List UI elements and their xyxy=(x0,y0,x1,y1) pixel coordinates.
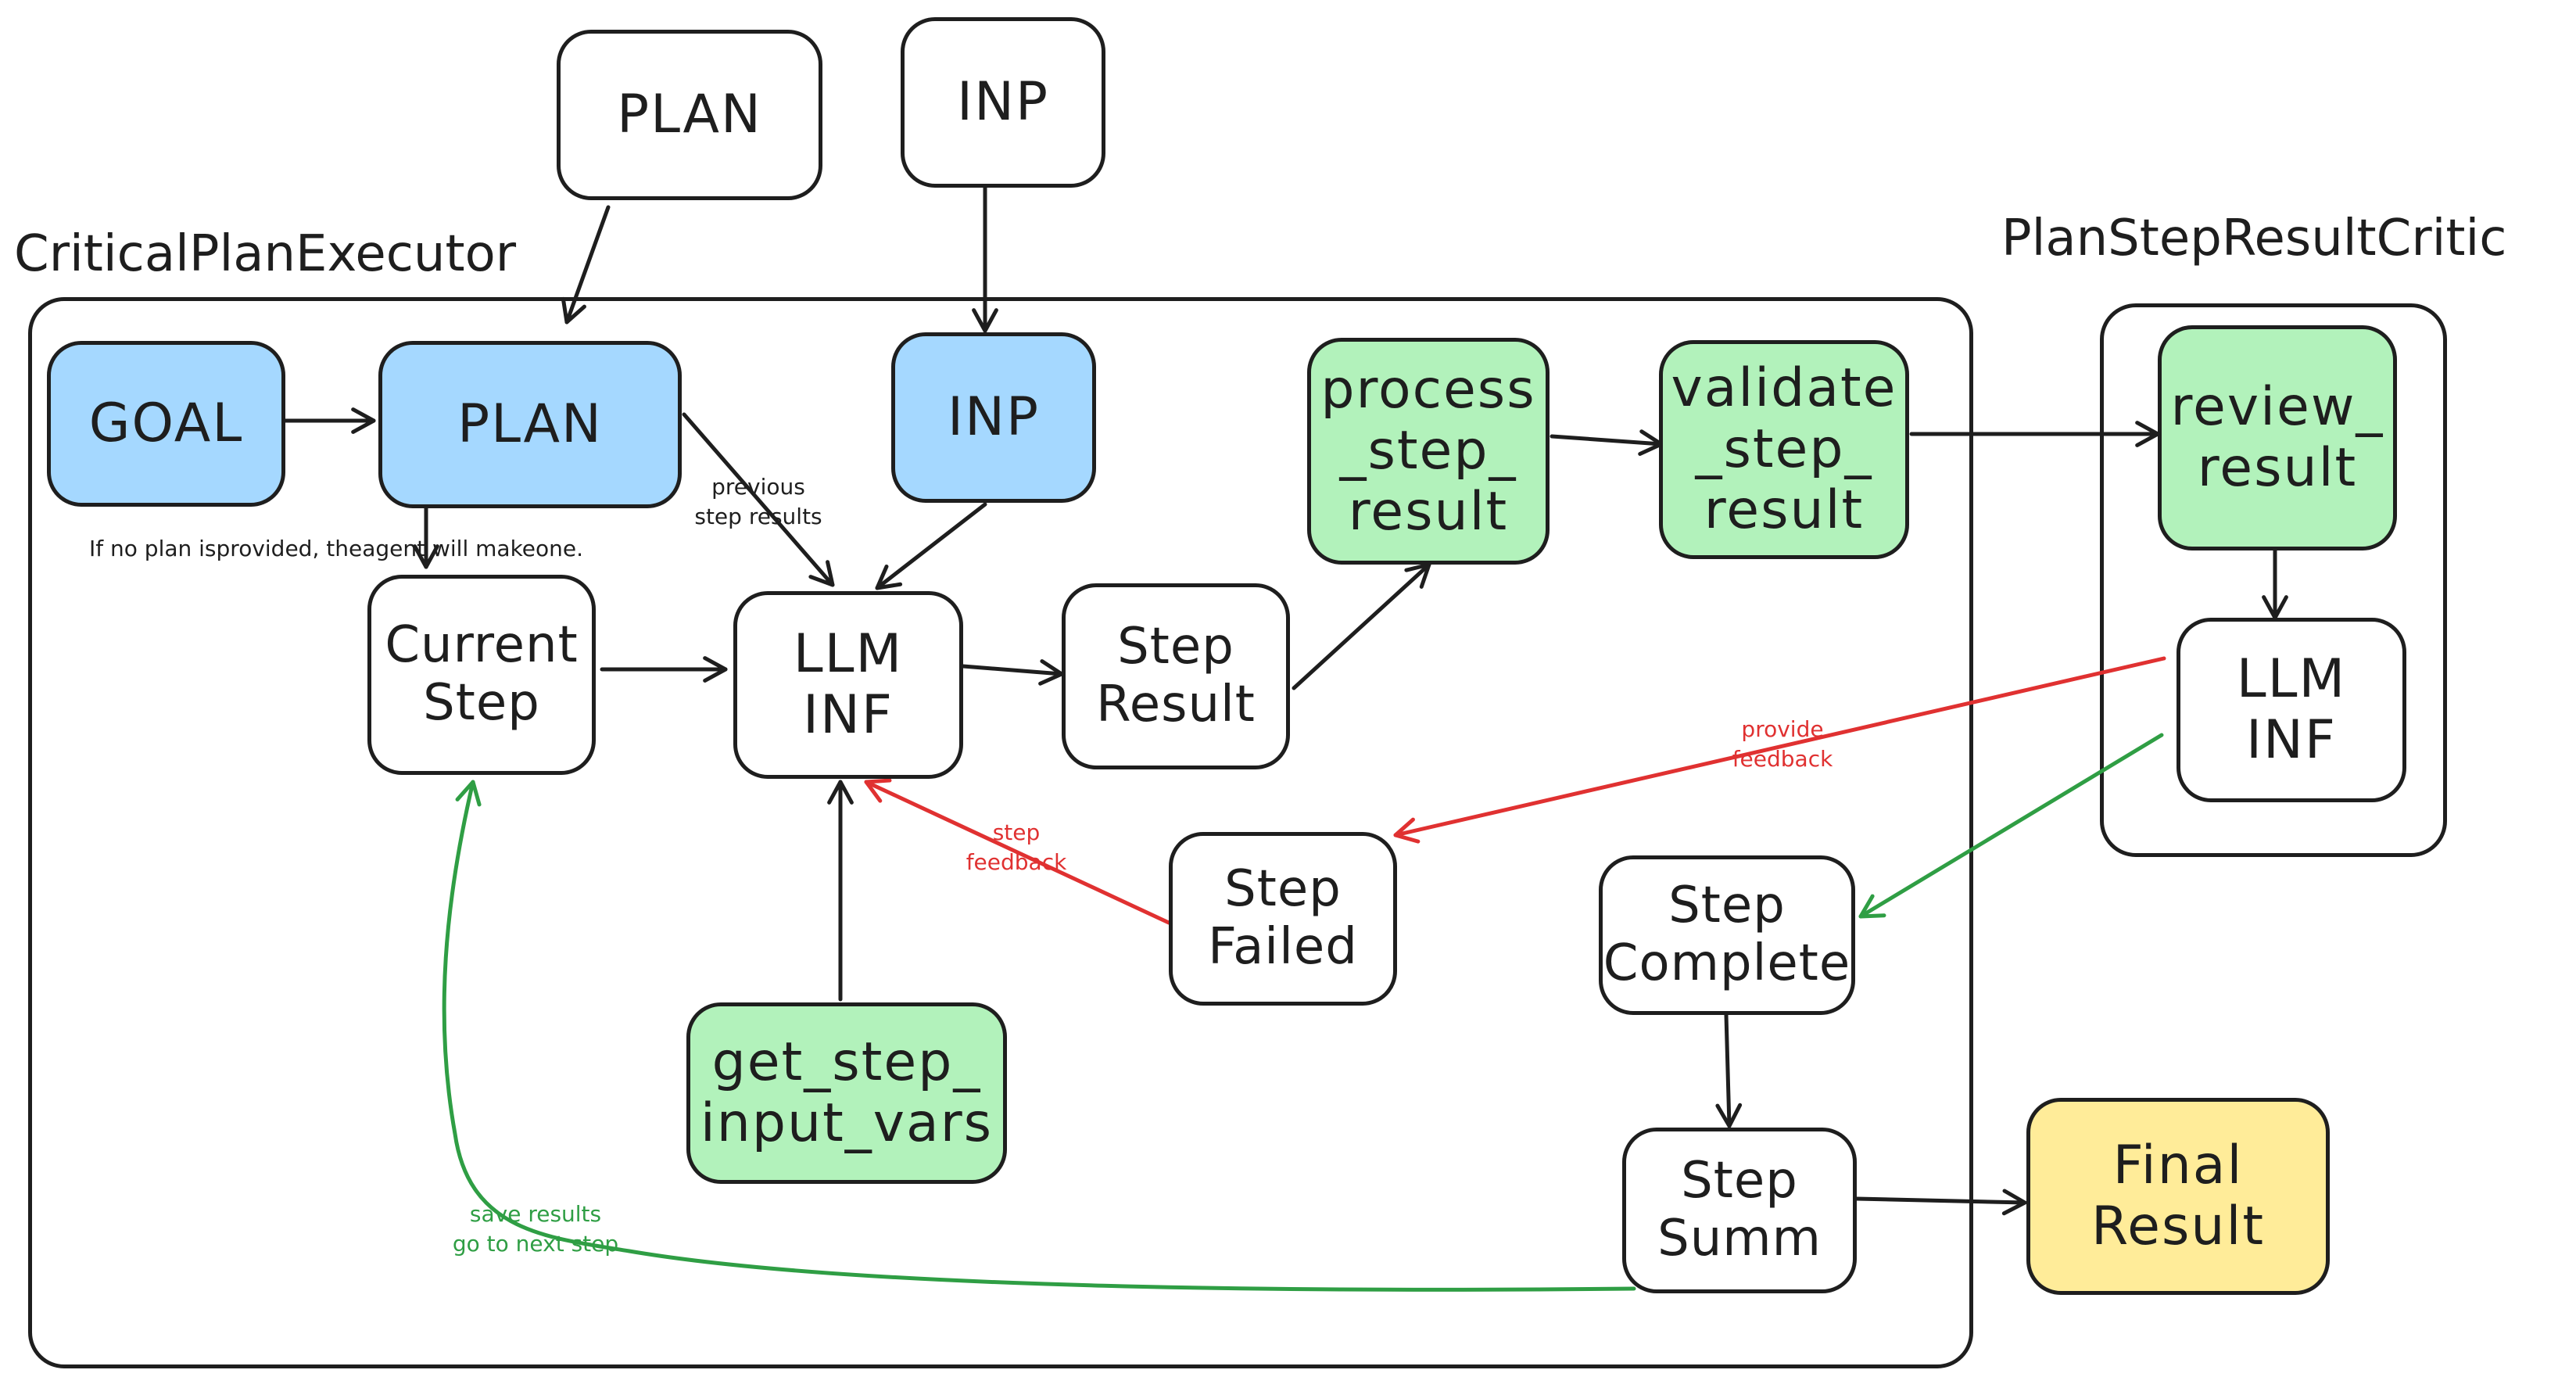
text-line: get_step_ xyxy=(711,1031,982,1093)
executor-frame xyxy=(28,297,1973,1368)
text-line: Result xyxy=(2091,1196,2266,1257)
text-line: Current xyxy=(385,616,579,675)
text-line: validate xyxy=(1671,357,1897,419)
text-line: _step_ xyxy=(1339,419,1517,482)
previous-step-results-label: previous step results xyxy=(680,472,837,532)
arrowhead xyxy=(808,560,835,587)
text-line: feedback xyxy=(966,848,1067,875)
process-step-result-box: process_step_result xyxy=(1307,338,1550,565)
text-line: LLM xyxy=(2236,647,2347,710)
text-line: agent will make xyxy=(362,536,536,561)
critic-title: PlanStepResultCritic xyxy=(2001,210,2507,267)
edge-summ-final xyxy=(1854,1196,2027,1205)
edge-feedback-failed xyxy=(1393,656,2166,837)
arrowhead xyxy=(875,565,903,590)
inp-input-box: INP xyxy=(901,17,1105,188)
arrowhead xyxy=(2001,1189,2027,1216)
text-line: provide xyxy=(1741,716,1824,742)
get-step-input-vars-box: get_step_input_vars xyxy=(686,1002,1007,1184)
text-line: Failed xyxy=(1208,918,1358,976)
text-line: LLM xyxy=(793,622,904,685)
edge-process-validate xyxy=(1550,434,1664,446)
text-line: feedback xyxy=(1732,745,1833,772)
text-line: INP xyxy=(948,385,1040,448)
text-line: input_vars xyxy=(700,1092,994,1154)
arrowhead xyxy=(561,296,586,325)
review-result-box: review_result xyxy=(2158,325,2397,550)
plan-input-box: PLAN xyxy=(557,30,822,200)
text-line: go to next step xyxy=(452,1230,619,1257)
text-line: step results xyxy=(694,503,822,529)
text-line: save results xyxy=(469,1201,602,1227)
text-line: Step xyxy=(1681,1152,1798,1210)
text-line: process xyxy=(1320,358,1536,421)
text-line: INF xyxy=(802,684,894,746)
arrowhead xyxy=(1393,817,1421,844)
text-line: PLAN xyxy=(457,393,603,455)
text-line: review_ xyxy=(2170,375,2384,438)
arrowhead xyxy=(827,780,854,805)
edge-plan-llm xyxy=(682,412,835,587)
edge-llm-stepresult xyxy=(961,664,1064,676)
text-line: INP xyxy=(957,70,1049,133)
arrowhead xyxy=(864,778,892,803)
arrowhead xyxy=(1404,562,1431,589)
text-line: provided, the xyxy=(216,536,363,561)
provide-feedback-label: provide feedback xyxy=(1704,715,1861,774)
text-line: Step xyxy=(1117,618,1234,676)
text-line: PLAN xyxy=(617,83,762,145)
text-line: INF xyxy=(2245,709,2338,771)
text-line: Step xyxy=(1224,860,1342,919)
critic-frame xyxy=(2100,303,2447,857)
edge-failed-llm xyxy=(864,780,1171,925)
text-line: GOAL xyxy=(88,392,244,454)
arrowhead xyxy=(1715,1103,1743,1128)
text-line: step xyxy=(992,819,1041,845)
goal-box: GOAL xyxy=(47,341,285,507)
text-line: previous xyxy=(711,474,805,500)
arrowhead xyxy=(1858,894,1886,919)
plan-box: PLAN xyxy=(378,341,682,508)
text-line: result xyxy=(2197,437,2358,499)
edge-plantop-plan xyxy=(564,205,611,325)
text-line: _step_ xyxy=(1695,418,1873,480)
inp-box: INP xyxy=(891,332,1096,503)
text-line: result xyxy=(1348,481,1509,543)
text-line: Result xyxy=(1096,676,1256,733)
step-feedback-label: step feedback xyxy=(938,818,1095,877)
arrowhead xyxy=(413,544,439,569)
validate-step-result-box: validate_step_result xyxy=(1659,340,1909,559)
text-line: Summ xyxy=(1657,1210,1822,1268)
text-line: Complete xyxy=(1603,934,1851,992)
edge-summ-current xyxy=(442,780,1636,1292)
no-plan-note: If no plan isprovided, theagent will mak… xyxy=(89,533,583,565)
arrowhead xyxy=(455,780,482,807)
text-line: Step xyxy=(1668,877,1786,935)
edge-stepresult-process xyxy=(1292,562,1431,690)
arrowhead xyxy=(351,407,376,434)
text-line: one. xyxy=(536,536,584,561)
edge-criticllm-complete xyxy=(1858,733,2164,919)
text-line: Step xyxy=(423,674,540,732)
save-results-label: save results go to next step xyxy=(414,1199,657,1259)
executor-title: CriticalPlanExecutor xyxy=(14,225,517,283)
text-line: If no plan is xyxy=(89,536,217,561)
text-line: result xyxy=(1704,479,1865,542)
arrowhead xyxy=(972,308,998,333)
text-line: Final xyxy=(2112,1134,2244,1196)
edge-complete-summ xyxy=(1724,1013,1732,1128)
arrowhead xyxy=(703,656,728,683)
edge-inp-llm xyxy=(875,502,987,590)
